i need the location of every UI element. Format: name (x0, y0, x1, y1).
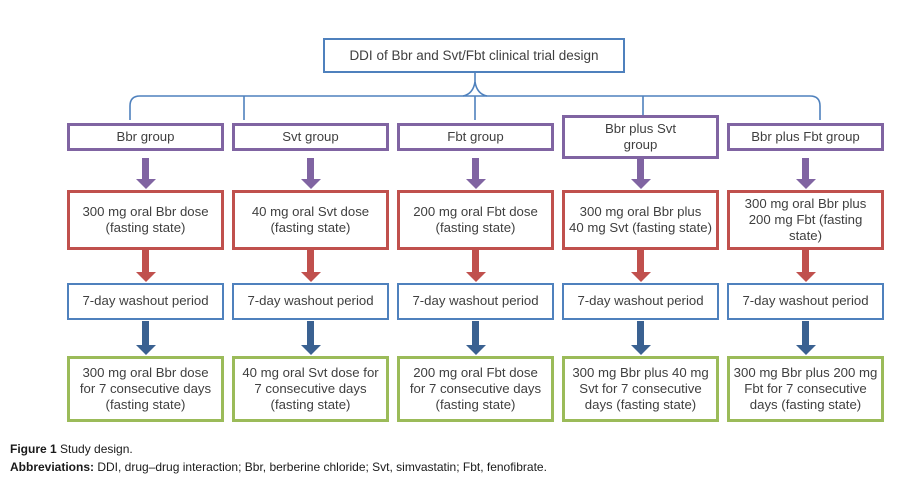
down-arrow-icon (300, 321, 321, 355)
group-box-fbt: Fbt group (397, 123, 554, 152)
dose-row: 300 mg oral Bbr dose (fasting state) 40 … (67, 190, 884, 251)
down-arrow-icon (795, 321, 816, 355)
washout-row: 7-day washout period 7-day washout perio… (67, 283, 884, 320)
abbreviations-text: DDI, drug–drug interaction; Bbr, berberi… (94, 460, 547, 474)
down-arrow-icon (630, 248, 651, 282)
repeat-dose-row: 300 mg oral Bbr dose for 7 consecutive d… (67, 356, 884, 422)
dose-box-bbr: 300 mg oral Bbr dose (fasting state) (67, 190, 224, 251)
down-arrow-icon (300, 158, 321, 189)
group-box-bbr: Bbr group (67, 123, 224, 152)
washout-box: 7-day washout period (727, 283, 884, 320)
group-box-bbr-fbt: Bbr plus Fbt group (727, 123, 884, 152)
title-box: DDI of Bbr and Svt/Fbt clinical trial de… (323, 38, 625, 73)
arrows-group-to-dose (67, 158, 884, 189)
figure-text: Study design. (56, 442, 133, 456)
repeat-dose-box-svt: 40 mg oral Svt dose for 7 consecutive da… (232, 356, 389, 422)
dose-box-bbr-fbt: 300 mg oral Bbr plus 200 mg Fbt (fasting… (727, 190, 884, 251)
washout-box: 7-day washout period (562, 283, 719, 320)
down-arrow-icon (630, 321, 651, 355)
washout-box: 7-day washout period (232, 283, 389, 320)
dose-box-fbt: 200 mg oral Fbt dose (fasting state) (397, 190, 554, 251)
figure-caption-line: Figure 1 Study design. (10, 440, 900, 458)
dose-box-svt: 40 mg oral Svt dose (fasting state) (232, 190, 389, 251)
abbreviations-line: Abbreviations: DDI, drug–drug interactio… (10, 458, 900, 476)
group-box-svt: Svt group (232, 123, 389, 152)
figure-caption: Figure 1 Study design. Abbreviations: DD… (10, 440, 900, 476)
dose-box-bbr-svt: 300 mg oral Bbr plus 40 mg Svt (fasting … (562, 190, 719, 251)
repeat-dose-box-bbr: 300 mg oral Bbr dose for 7 consecutive d… (67, 356, 224, 422)
down-arrow-icon (135, 248, 156, 282)
group-box-bbr-svt: Bbr plus Svt group (562, 115, 719, 160)
figure-label: Figure 1 (10, 442, 57, 456)
abbreviations-label: Abbreviations: (10, 460, 95, 474)
down-arrow-icon (465, 321, 486, 355)
repeat-dose-box-fbt: 200 mg oral Fbt dose for 7 consecutive d… (397, 356, 554, 422)
down-arrow-icon (795, 158, 816, 189)
down-arrow-icon (630, 158, 651, 189)
arrows-washout-to-repeat (67, 321, 884, 355)
down-arrow-icon (465, 158, 486, 189)
down-arrow-icon (135, 158, 156, 189)
group-row: Bbr group Svt group Fbt group Bbr plus S… (67, 115, 884, 160)
washout-box: 7-day washout period (67, 283, 224, 320)
down-arrow-icon (135, 321, 156, 355)
arrows-dose-to-washout (67, 248, 884, 282)
down-arrow-icon (795, 248, 816, 282)
repeat-dose-box-bbr-fbt: 300 mg Bbr plus 200 mg Fbt for 7 consecu… (727, 356, 884, 422)
repeat-dose-box-bbr-svt: 300 mg Bbr plus 40 mg Svt for 7 consecut… (562, 356, 719, 422)
down-arrow-icon (465, 248, 486, 282)
washout-box: 7-day washout period (397, 283, 554, 320)
down-arrow-icon (300, 248, 321, 282)
